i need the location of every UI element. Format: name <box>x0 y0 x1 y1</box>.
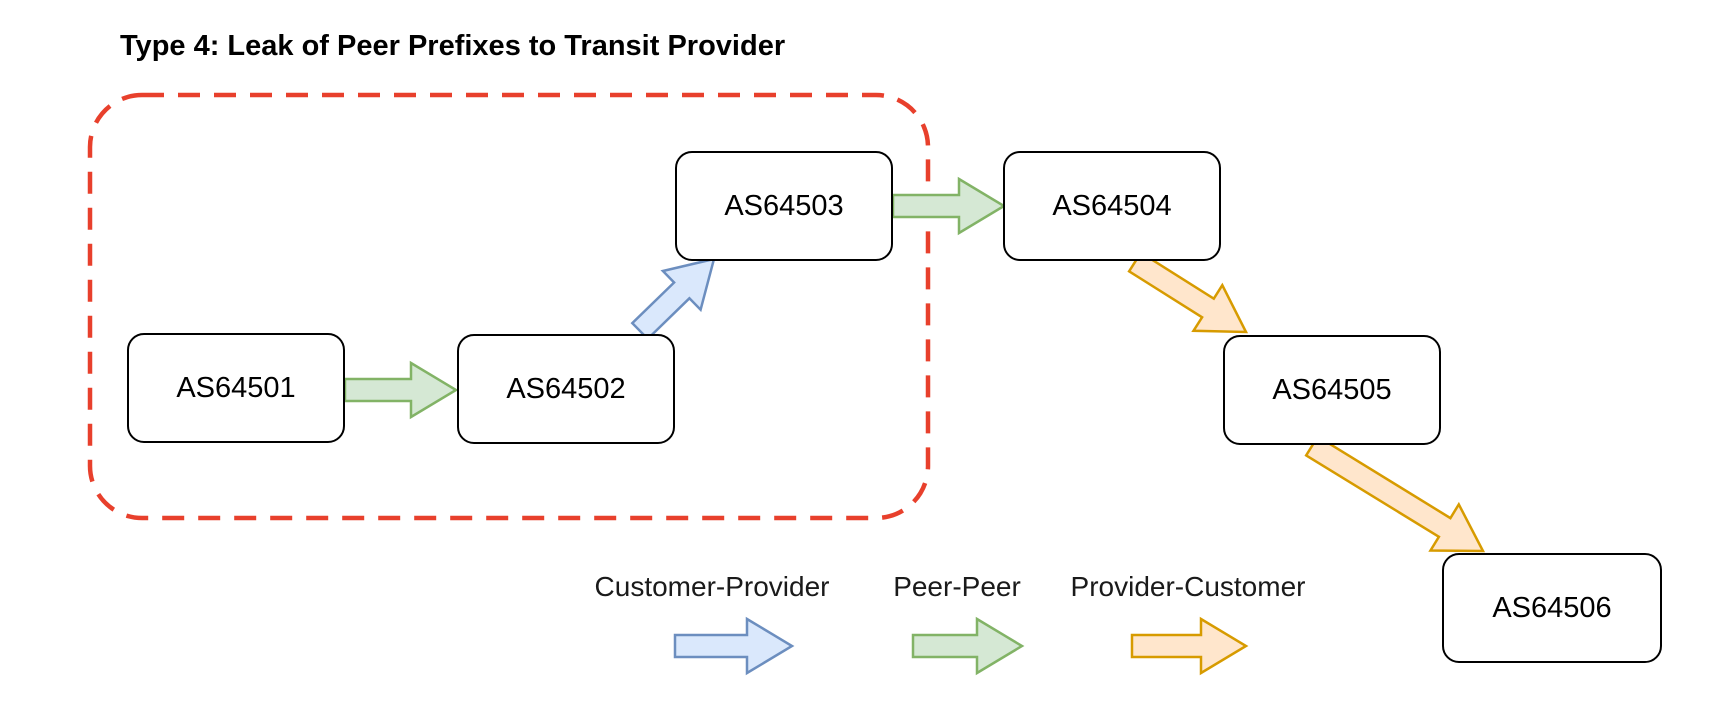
legend-label-peer-peer: Peer-Peer <box>893 571 1021 602</box>
provider-customer-arrow-legend-icon <box>1130 616 1249 676</box>
diagram-title: Type 4: Leak of Peer Prefixes to Transit… <box>120 30 786 62</box>
as-node-as64506: AS64506 <box>1442 553 1662 663</box>
as-node-as64505: AS64505 <box>1223 335 1441 445</box>
provider-customer-arrow-as64505-to-as64506 <box>1304 434 1486 553</box>
peer-peer-arrow-legend-icon <box>911 616 1025 676</box>
as-node-label: AS64502 <box>506 372 626 405</box>
as-node-label: AS64503 <box>724 189 844 222</box>
as-node-label: AS64505 <box>1272 373 1392 406</box>
provider-customer-arrow-as64504-to-as64505 <box>1127 250 1249 334</box>
leak-boundary-dashed-border <box>87 92 931 521</box>
legend-label-customer-provider: Customer-Provider <box>594 571 830 602</box>
as-node-label: AS64504 <box>1052 189 1172 222</box>
as-node-as64503: AS64503 <box>675 151 893 261</box>
as-node-as64504: AS64504 <box>1003 151 1221 261</box>
customer-provider-arrow-as64502-to-as64503 <box>630 257 716 341</box>
legend-label-provider-customer: Provider-Customer <box>1070 571 1306 602</box>
peer-peer-arrow-as64503-to-as64504 <box>891 176 1007 236</box>
as-node-as64502: AS64502 <box>457 334 675 444</box>
as-node-label: AS64501 <box>176 371 296 404</box>
as-node-as64501: AS64501 <box>127 333 345 443</box>
peer-peer-arrow-as64501-to-as64502 <box>343 360 459 420</box>
customer-provider-arrow-legend-icon <box>673 616 795 676</box>
as-node-label: AS64506 <box>1492 591 1612 624</box>
